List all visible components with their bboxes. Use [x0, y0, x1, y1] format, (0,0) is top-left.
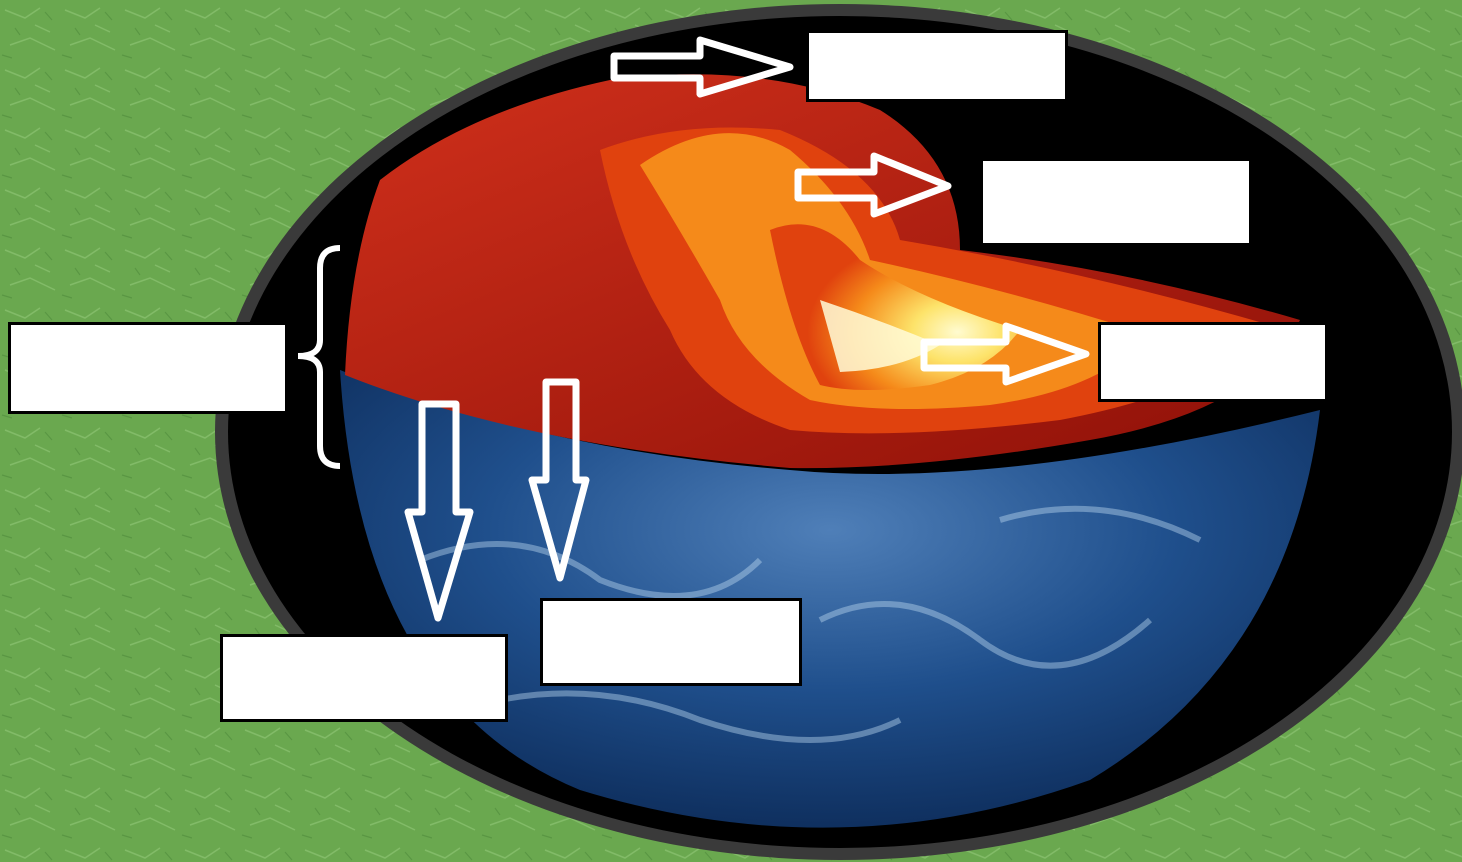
label-box-hydrosphere[interactable]	[540, 598, 802, 686]
label-box-inner-core[interactable]	[1098, 322, 1328, 402]
label-box-surface[interactable]	[220, 634, 508, 722]
label-box-mantle[interactable]	[980, 158, 1252, 246]
label-box-lithosphere[interactable]	[8, 322, 288, 414]
label-box-crust[interactable]	[806, 30, 1068, 102]
